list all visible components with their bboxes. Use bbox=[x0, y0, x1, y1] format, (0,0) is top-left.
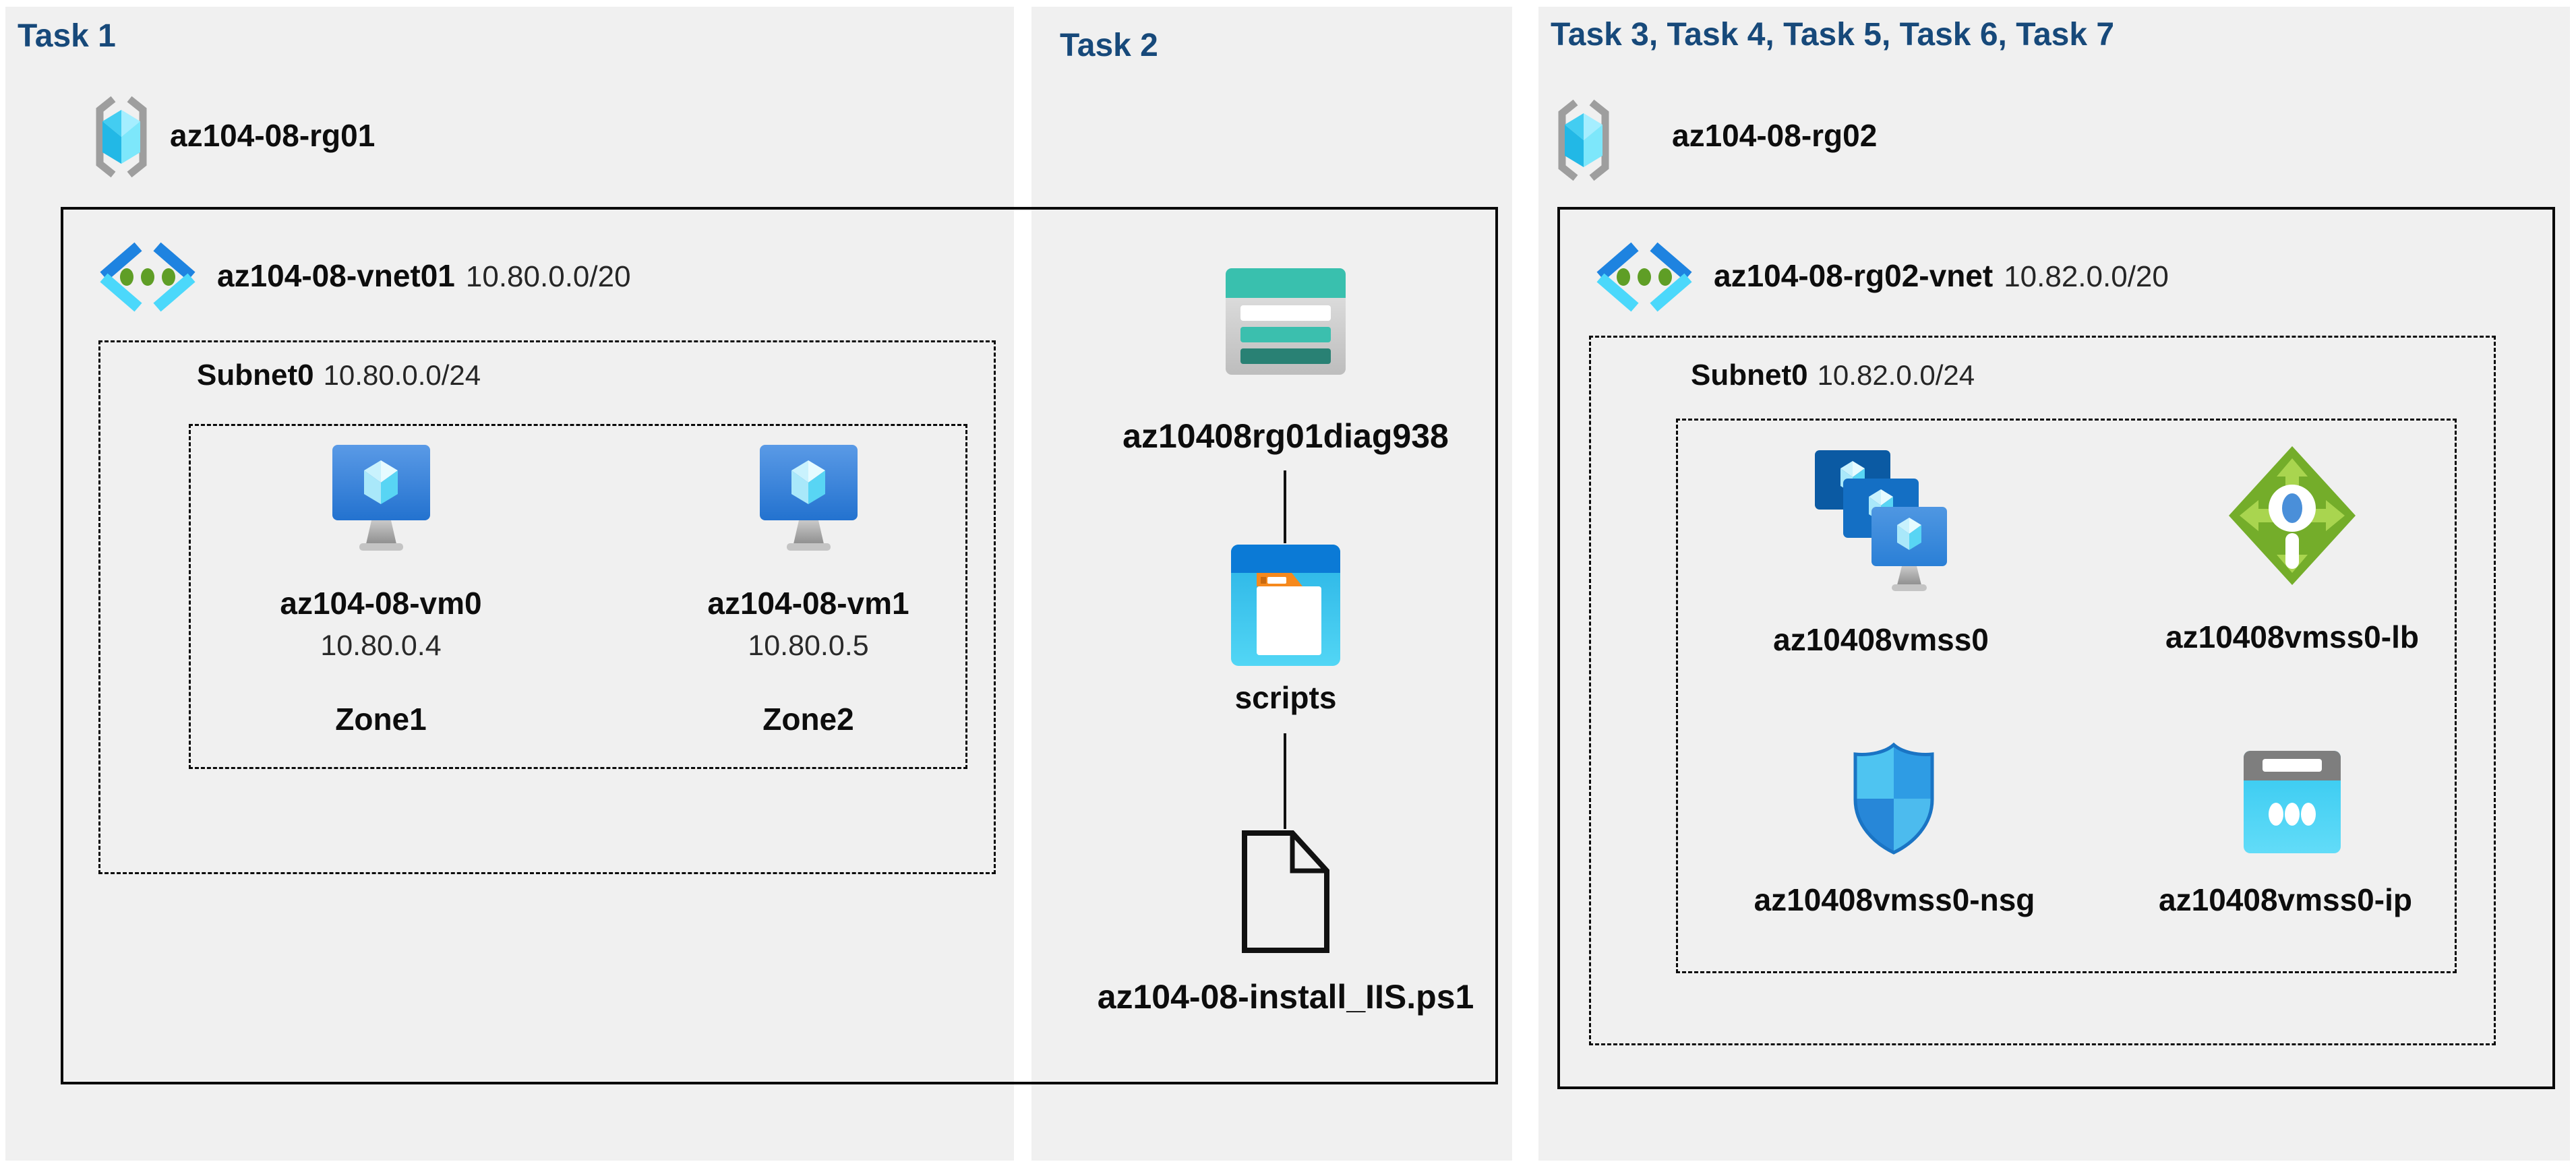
storage-account-icon bbox=[1226, 268, 1346, 375]
vmss-name: az10408vmss0 bbox=[1773, 622, 1989, 657]
vnet2-box bbox=[1557, 207, 2555, 1089]
connector-scripts-file bbox=[1284, 733, 1286, 829]
vnet2-label: az104-08-rg02-vnet 10.82.0.0/20 bbox=[1714, 257, 2169, 294]
resource-group2-name: az104-08-rg02 bbox=[1672, 118, 1878, 153]
vm0-name: az104-08-vm0 bbox=[280, 586, 482, 621]
vnet1-box bbox=[61, 207, 1498, 1084]
resource-group-icon bbox=[96, 96, 147, 178]
public-ip-name: az10408vmss0-ip bbox=[2159, 882, 2412, 917]
vm0-zone: Zone1 bbox=[335, 702, 427, 737]
load-balancer-icon bbox=[2229, 446, 2356, 585]
subnet2-label: Subnet0 10.82.0.0/24 bbox=[1691, 359, 1975, 392]
vm0-ip: 10.80.0.4 bbox=[320, 630, 442, 662]
subnet1-name: Subnet0 bbox=[197, 359, 314, 392]
vnet1-name: az104-08-vnet01 bbox=[217, 258, 455, 293]
panel-task3-7 bbox=[1538, 7, 2570, 1161]
storage-account-name: az10408rg01diag938 bbox=[1122, 417, 1449, 455]
vnet1-cidr: 10.80.0.0/20 bbox=[465, 260, 631, 293]
connector-storage-scripts bbox=[1284, 470, 1286, 543]
subnet2-name: Subnet0 bbox=[1691, 359, 1808, 392]
vm-zone-box bbox=[189, 424, 967, 769]
resource-group-icon bbox=[1558, 99, 1609, 181]
container-name: scripts bbox=[1234, 680, 1337, 715]
load-balancer-name: az10408vmss0-lb bbox=[2165, 619, 2419, 654]
subnet1-box bbox=[98, 340, 996, 874]
subnet2-box bbox=[1589, 336, 2496, 1045]
blob-container-icon bbox=[1231, 545, 1340, 666]
subnet1-cidr: 10.80.0.0/24 bbox=[323, 359, 481, 391]
virtual-machine-icon bbox=[332, 445, 430, 551]
virtual-machine-icon bbox=[760, 445, 858, 551]
resource-group-name: az104-08-rg01 bbox=[170, 118, 376, 153]
vmss-resources-box bbox=[1676, 419, 2457, 973]
panel-task1 bbox=[5, 7, 1014, 1161]
task2-header: Task 2 bbox=[1060, 28, 1158, 63]
subnet2-cidr: 10.82.0.0/24 bbox=[1817, 359, 1975, 391]
vnet1-label: az104-08-vnet01 10.80.0.0/20 bbox=[217, 257, 631, 294]
vm1-zone: Zone2 bbox=[762, 702, 854, 737]
vnet2-name: az104-08-rg02-vnet bbox=[1714, 258, 1994, 293]
vm-scale-set-icon bbox=[1815, 450, 1947, 591]
public-ip-icon bbox=[2244, 751, 2341, 853]
vm1-name: az104-08-vm1 bbox=[707, 586, 909, 621]
vnet2-cidr: 10.82.0.0/20 bbox=[2004, 260, 2169, 293]
nsg-name: az10408vmss0-nsg bbox=[1754, 882, 2035, 917]
task1-header: Task 1 bbox=[18, 18, 116, 54]
virtual-network-icon bbox=[100, 242, 196, 312]
subnet1-label: Subnet0 10.80.0.0/24 bbox=[197, 359, 481, 392]
network-security-group-icon bbox=[1853, 742, 1934, 855]
task3-header: Task 3, Task 4, Task 5, Task 6, Task 7 bbox=[1551, 17, 2115, 53]
virtual-network-icon bbox=[1596, 242, 1692, 312]
file-name: az104-08-install_IIS.ps1 bbox=[1097, 978, 1474, 1016]
vm1-ip: 10.80.0.5 bbox=[748, 630, 869, 662]
file-icon bbox=[1242, 830, 1329, 953]
